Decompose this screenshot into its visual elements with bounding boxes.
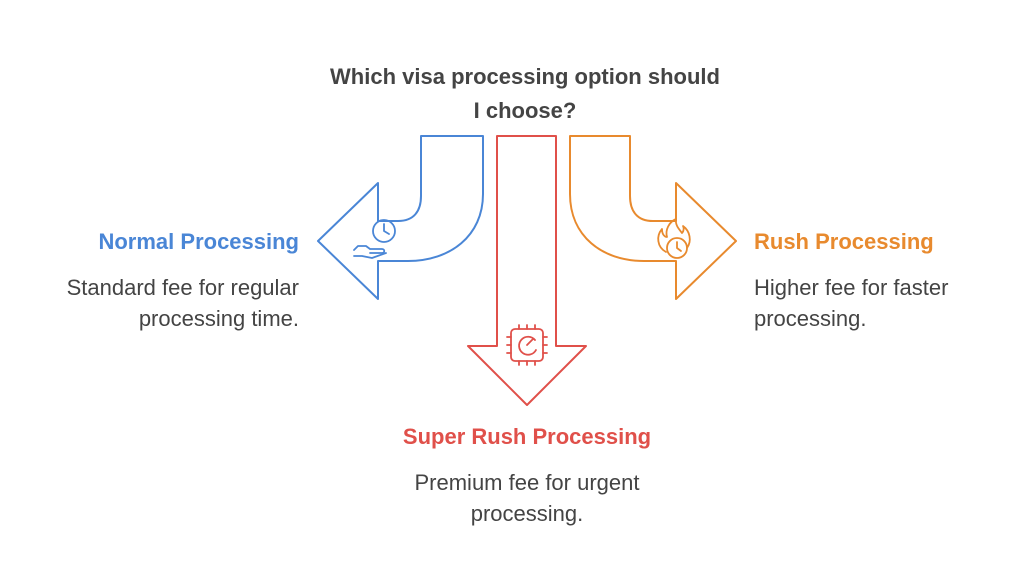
rush-processing-description: Higher fee for faster processing. bbox=[754, 272, 1004, 334]
normal-processing-description: Standard fee for regular processing time… bbox=[20, 272, 299, 334]
question-line-2: I choose? bbox=[473, 98, 577, 123]
question-line-1: Which visa processing option should bbox=[330, 64, 720, 89]
speed-chip-icon bbox=[506, 324, 548, 366]
normal-desc-line-1: Standard fee for regular bbox=[66, 275, 299, 300]
super-rush-desc-line-1: Premium fee for urgent bbox=[414, 470, 640, 495]
super-rush-processing-description: Premium fee for urgent processing. bbox=[377, 467, 677, 529]
normal-desc-line-2: processing time. bbox=[138, 306, 299, 331]
fire-clock-icon bbox=[657, 218, 691, 259]
super-rush-processing-title: Super Rush Processing bbox=[402, 424, 652, 449]
clock-hand-icon bbox=[353, 219, 396, 259]
rush-processing-title: Rush Processing bbox=[754, 229, 934, 254]
rush-processing-arrow bbox=[569, 135, 737, 300]
rush-desc-line-2: processing. bbox=[754, 306, 867, 331]
super-rush-processing-arrow bbox=[467, 135, 587, 406]
normal-processing-title: Normal Processing bbox=[98, 229, 299, 254]
normal-processing-arrow bbox=[317, 135, 484, 300]
diagram-question: Which visa processing option should I ch… bbox=[300, 60, 750, 128]
super-rush-desc-line-2: processing. bbox=[470, 501, 584, 526]
rush-desc-line-1: Higher fee for faster bbox=[754, 275, 949, 300]
